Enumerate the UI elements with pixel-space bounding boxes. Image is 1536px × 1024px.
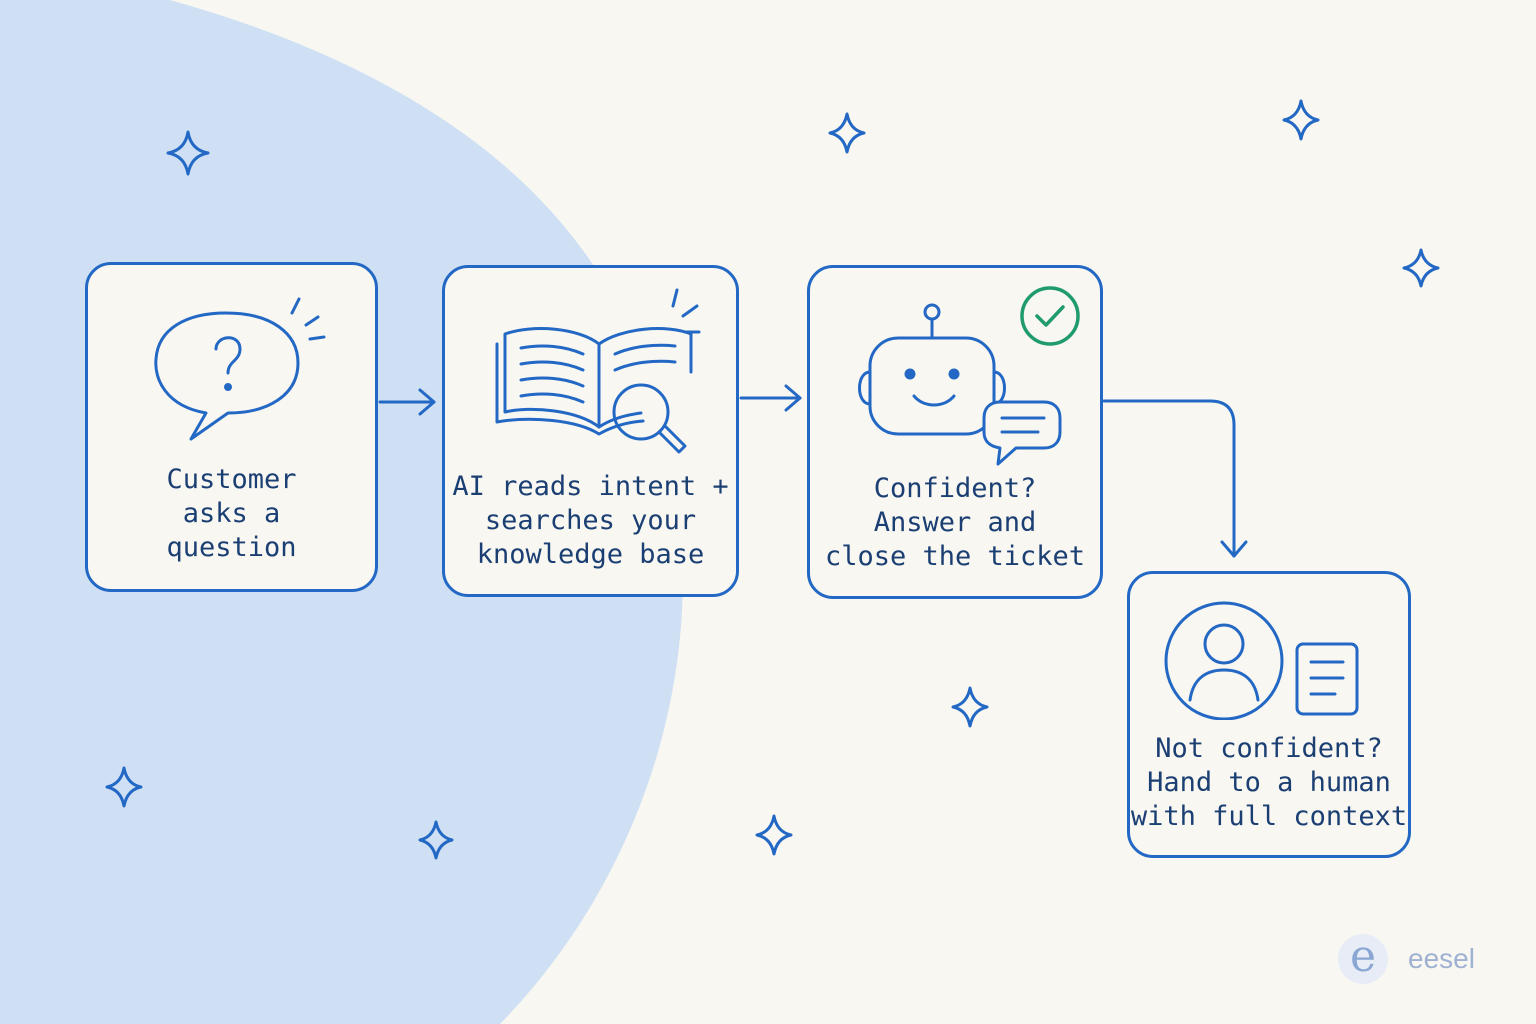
check-circle-icon (1020, 286, 1080, 346)
question-speech-bubble-icon (154, 297, 326, 441)
step-card-customer-question: Customer asks a question (85, 262, 378, 592)
step-card-confident-answer: Confident? Answer and close the ticket (807, 265, 1103, 599)
open-book-magnifier-icon (495, 288, 701, 454)
step-label: Customer asks a question (166, 464, 297, 563)
arrow-icon (378, 388, 436, 416)
branch-arrow-icon (1102, 399, 1248, 558)
step-label: Confident? Answer and close the ticket (824, 473, 1086, 572)
sparkle-icon (166, 130, 210, 176)
step-label: AI reads intent + searches your knowledg… (452, 471, 729, 570)
eesel-logo: e eesel (1338, 934, 1475, 984)
eesel-logo-mark-icon: e (1338, 934, 1388, 984)
person-document-icon (1164, 601, 1359, 720)
sparkle-icon (951, 686, 989, 728)
step-card-ai-search: AI reads intent + searches your knowledg… (442, 265, 739, 597)
step-label: Not confident? Hand to a human with full… (1130, 733, 1408, 832)
sparkle-icon (418, 820, 454, 860)
sparkle-icon (1402, 248, 1440, 288)
sparkle-icon (1282, 99, 1320, 141)
sparkle-icon (755, 814, 793, 856)
sparkle-icon (828, 112, 866, 154)
arrow-icon (739, 384, 802, 412)
step-card-human-handoff: Not confident? Hand to a human with full… (1127, 571, 1411, 858)
sparkle-icon (105, 766, 143, 808)
eesel-logo-text: eesel (1408, 943, 1475, 974)
robot-chat-icon (858, 303, 1062, 466)
